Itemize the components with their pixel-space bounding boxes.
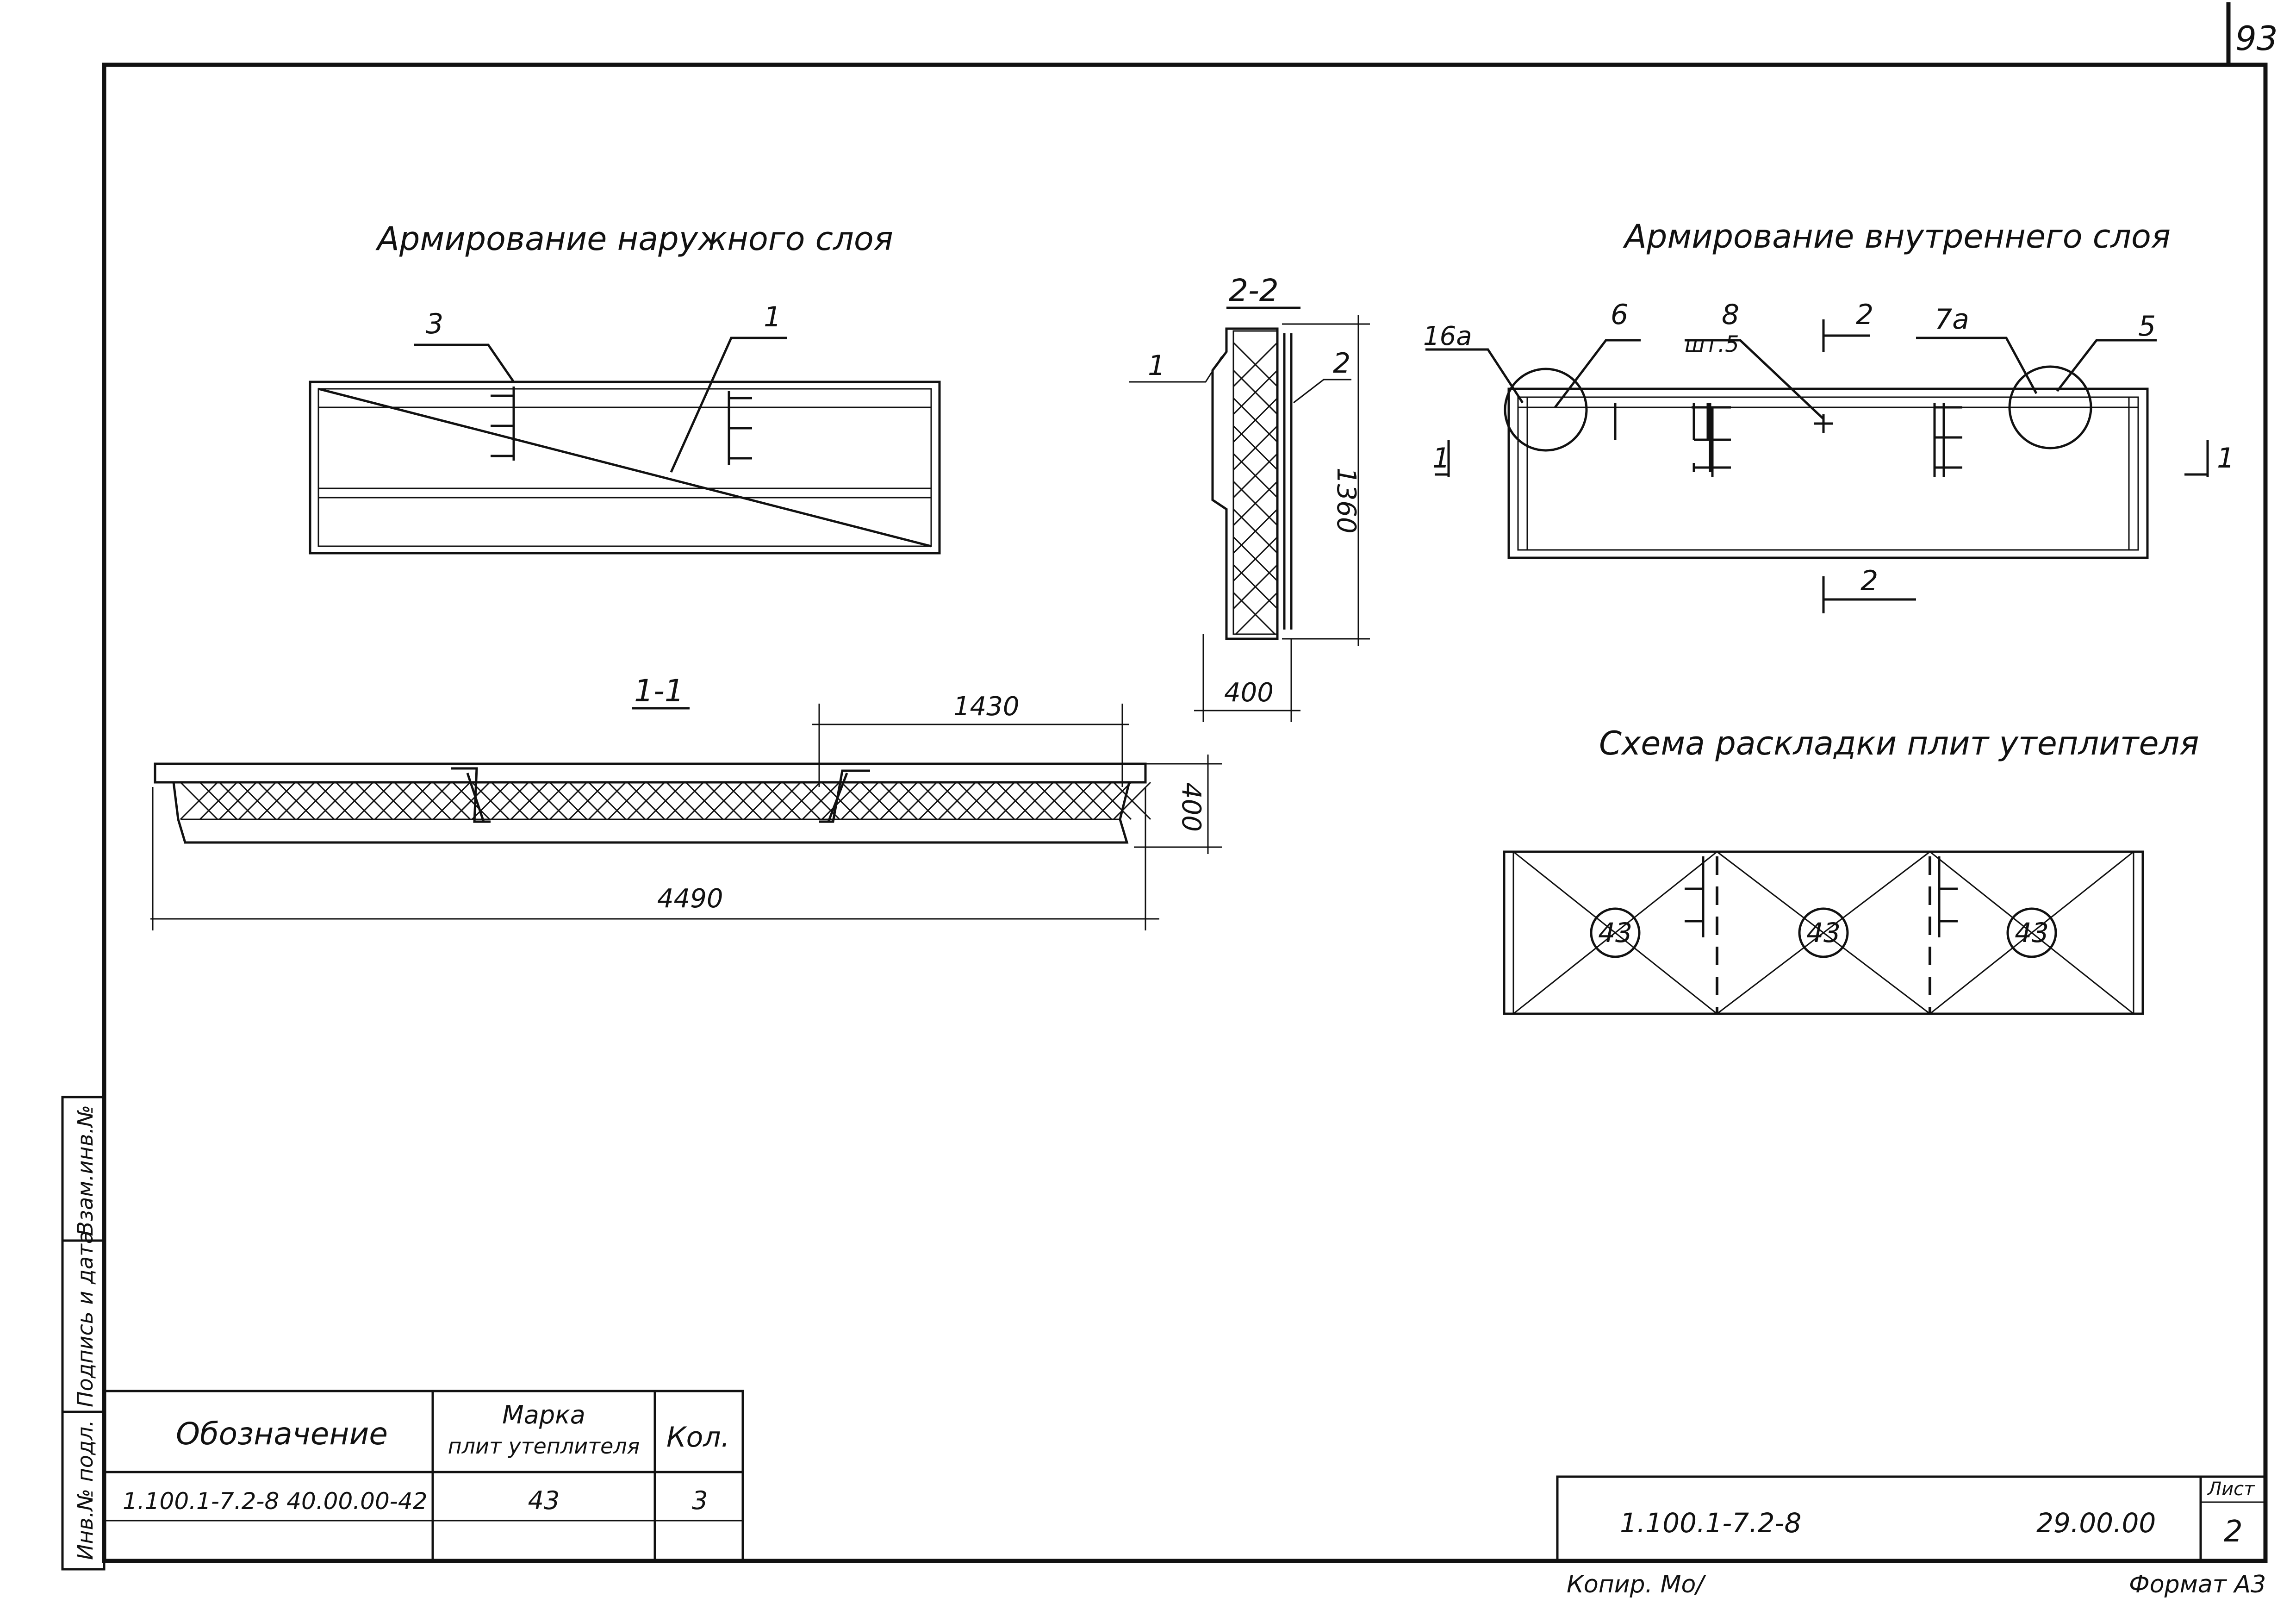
section-1-1-span-dim: 1430	[953, 692, 1020, 722]
title-block-sheet-label: Лист	[2207, 1479, 2255, 1500]
section-2-2-height-dim: 1360	[1331, 468, 1361, 534]
side-stamp-inv-repl: Взам.инв.№	[73, 1105, 98, 1236]
inner-layer-title: Армирование внутреннего слоя	[1623, 218, 2171, 256]
outer-layer-view	[309, 337, 941, 555]
section-2-2-width-dim: 400	[1224, 678, 1274, 708]
spec-header-qty: Кол.	[666, 1421, 730, 1454]
inner-callout-8-qty: шт.5	[1685, 331, 1739, 357]
section-1-1-length-dim: 4490	[657, 884, 723, 914]
section-1-1-title: 1-1	[634, 673, 684, 709]
title-block	[1556, 1475, 2267, 1562]
outer-callout-1: 1	[764, 301, 781, 333]
insulation-mark-1: 43	[1598, 917, 1632, 948]
inner-section-mark-2-top: 2	[1856, 299, 1873, 331]
inner-callout-7a: 7а	[1935, 303, 1969, 336]
spec-header-designation: Обозначение	[176, 1416, 388, 1452]
inner-section-mark-2-bottom: 2	[1860, 565, 1878, 597]
page-number: 93	[2235, 19, 2278, 58]
outer-layer-title: Армирование наружного слоя	[375, 220, 893, 258]
outer-callout-3: 3	[426, 308, 443, 340]
spec-header-mark-line2: плит утеплителя	[448, 1434, 640, 1459]
section-2-2-callout-1: 1	[1148, 349, 1165, 382]
insulation-mark-3: 43	[2015, 917, 2049, 948]
title-block-sheet: 2	[2224, 1515, 2243, 1549]
side-stamp-inv-orig: Инв.№ подл.	[73, 1420, 98, 1560]
title-block-doc: 29.00.00	[2036, 1507, 2156, 1539]
spec-row-mark: 43	[528, 1486, 560, 1515]
inner-section-mark-1-right: 1	[2217, 442, 2234, 474]
inner-section-mark-1-left: 1	[1432, 442, 1450, 474]
insulation-layout-title: Схема раскладки плит утеплителя	[1599, 724, 2199, 762]
section-2-2-callout-2: 2	[1333, 347, 1350, 380]
inner-layer-view	[1425, 319, 2209, 613]
title-block-code: 1.100.1-7.2-8	[1620, 1507, 1801, 1539]
inner-callout-8: 8	[1722, 299, 1739, 331]
insulation-mark-2: 43	[1806, 917, 1841, 948]
inner-callout-16a: 16а	[1423, 321, 1472, 351]
section-2-2-view	[1129, 315, 1370, 722]
side-stamp	[61, 1096, 106, 1571]
insulation-layout-view	[1503, 850, 2144, 1015]
section-2-2-title: 2-2	[1229, 273, 1279, 308]
spec-row-designation: 1.100.1-7.2-8 40.00.00-42	[123, 1488, 427, 1515]
side-stamp-sign-date: Подпись и дата	[73, 1231, 98, 1407]
insulation-hatching	[180, 781, 1151, 820]
spec-header-mark-line1: Марка	[502, 1400, 585, 1429]
footer-format: Формат А3	[2129, 1571, 2266, 1598]
section-1-1-view	[150, 704, 1222, 930]
section-1-1-thickness-dim: 400	[1176, 782, 1206, 832]
inner-callout-5: 5	[2138, 310, 2156, 343]
spec-table	[103, 1390, 744, 1562]
footer-copied: Копир. Мо/	[1567, 1571, 1706, 1598]
spec-row-qty: 3	[692, 1486, 708, 1515]
inner-callout-6: 6	[1611, 299, 1628, 331]
